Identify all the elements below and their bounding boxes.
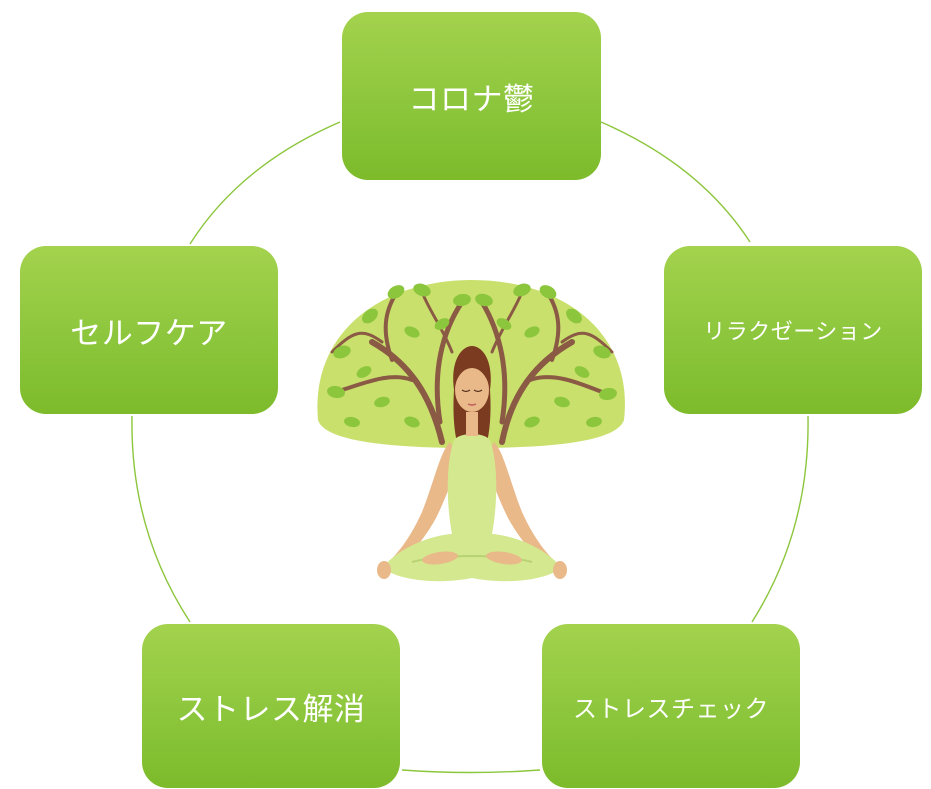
node-relaxation: リラクゼーション <box>664 246 922 414</box>
closed-eyes <box>461 389 483 393</box>
connector-4-5 <box>131 415 191 623</box>
crossed-legs <box>382 533 562 582</box>
left-hand <box>377 561 391 579</box>
connector-3-4 <box>401 769 541 774</box>
node-stress-check: ストレスチェック <box>542 624 800 788</box>
connector-1-2 <box>600 121 751 243</box>
left-foot <box>422 551 458 565</box>
node-label: ストレスチェック <box>573 694 769 723</box>
tree-branches <box>330 290 614 445</box>
node-label: リラクゼーション <box>703 320 883 345</box>
neck <box>466 412 478 436</box>
node-corona-depression: コロナ鬱 <box>342 12 601 180</box>
node-self-care: セルフケア <box>20 246 278 414</box>
head <box>455 368 489 412</box>
meditation-tree-illustration <box>317 280 625 582</box>
right-foot <box>486 551 522 565</box>
mouth <box>467 403 477 406</box>
tree-leaves <box>327 283 617 428</box>
hair-front <box>454 354 490 384</box>
right-hand <box>553 561 567 579</box>
left-arm <box>386 442 458 570</box>
node-stress-relief: ストレス解消 <box>142 624 400 788</box>
node-label: セルフケア <box>70 315 228 352</box>
connector-2-3 <box>751 415 809 623</box>
connector-5-1 <box>189 121 341 245</box>
node-label: ストレス解消 <box>176 691 366 728</box>
right-arm <box>486 442 558 570</box>
body-top <box>447 434 497 534</box>
node-label: コロナ鬱 <box>408 81 535 118</box>
